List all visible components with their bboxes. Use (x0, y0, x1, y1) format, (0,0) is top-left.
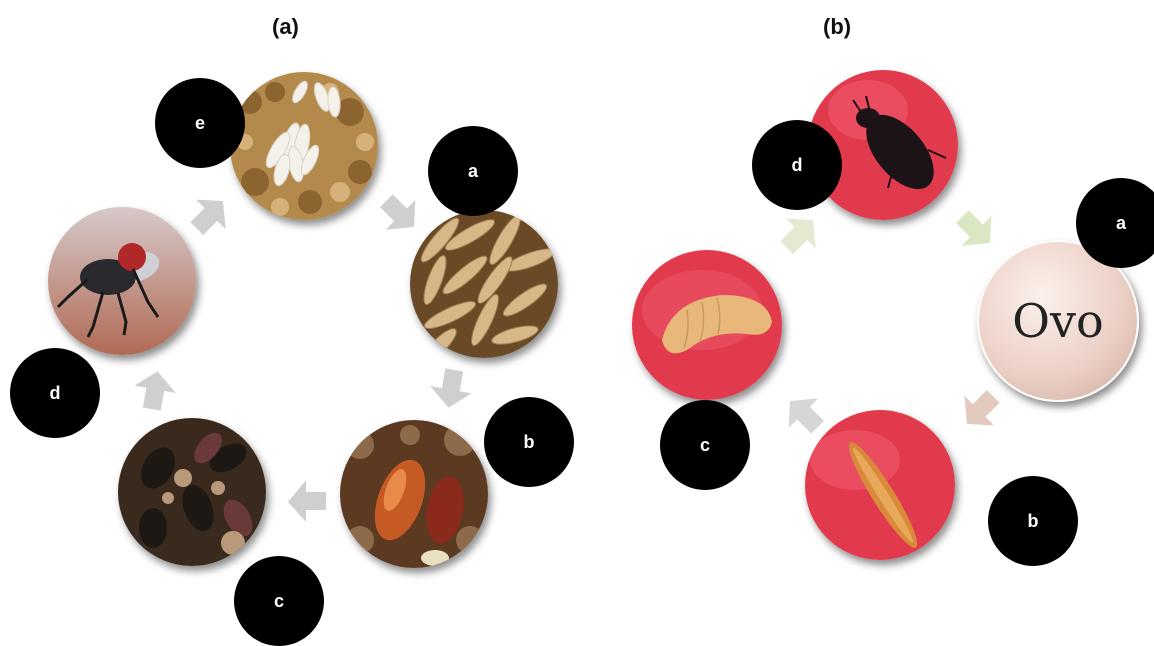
cycle-arrow-icon (282, 472, 332, 522)
cycle-arrow-icon (782, 386, 832, 436)
stage-label-a: a (428, 126, 518, 216)
cycle-arrow-icon (948, 208, 998, 258)
panel-b-title: (b) (823, 14, 851, 40)
dark-pupae-photo (118, 418, 266, 566)
pupae-photo (340, 420, 488, 568)
stage-label-c: c (234, 556, 324, 646)
pupa-photo (632, 250, 782, 400)
cycle-arrow-icon (952, 382, 1002, 432)
eggs-photo (230, 72, 378, 220)
cycle-arrow-icon (188, 193, 238, 243)
stage-label-d: d (10, 348, 100, 438)
larvae-photo (410, 210, 558, 358)
cycle-arrow-icon (134, 366, 184, 416)
cycle-arrow-icon (372, 192, 422, 242)
panel-a-title: (a) (272, 14, 299, 40)
stage-label-e: e (155, 78, 245, 168)
stage-label-d: d (752, 120, 842, 210)
stage-label-b: b (484, 397, 574, 487)
stage-label-c: c (660, 400, 750, 490)
cycle-arrow-icon (422, 363, 472, 413)
cycle-arrow-icon (778, 212, 828, 262)
adult-fly-photo (48, 207, 196, 355)
stage-label-b: b (988, 476, 1078, 566)
